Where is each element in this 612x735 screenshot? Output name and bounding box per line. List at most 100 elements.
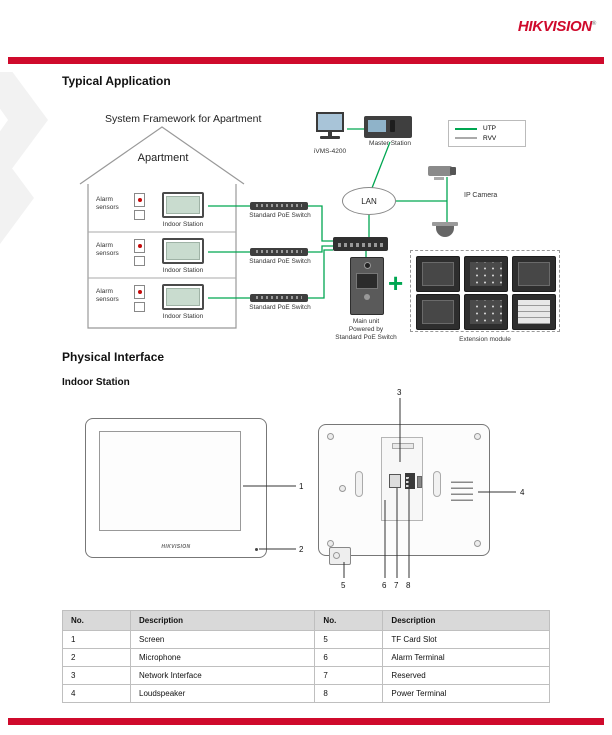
col-header-desc-left: Description bbox=[129, 610, 316, 631]
indoor-station-label: Indoor Station bbox=[162, 267, 204, 274]
indoor-station-screen bbox=[166, 288, 200, 306]
front-device-logo: HIKVISION bbox=[161, 544, 191, 550]
indoor-station-screen bbox=[166, 196, 200, 214]
alarm-led bbox=[137, 244, 142, 248]
cell-desc: Microphone bbox=[129, 648, 316, 667]
alarm-sensor-icon bbox=[134, 193, 145, 207]
callout-3: 3 bbox=[397, 388, 402, 397]
ivms-computer-icon bbox=[316, 112, 344, 132]
hikvision-logo-text: HIKVISION bbox=[517, 18, 592, 35]
loudspeaker-grill bbox=[451, 479, 473, 501]
main-unit-label-line1: Main unit bbox=[352, 318, 380, 325]
alarm-sensors-label: Alarm sensors bbox=[96, 288, 119, 303]
extension-module-icon bbox=[416, 294, 460, 330]
callout-8: 8 bbox=[406, 581, 411, 590]
ip-camera-dome-icon bbox=[432, 222, 458, 237]
cell-desc: Power Terminal bbox=[382, 684, 550, 703]
callout-5: 5 bbox=[341, 581, 346, 590]
legend-utp-label: UTP bbox=[483, 125, 496, 132]
indoor-station-screen bbox=[166, 242, 200, 260]
cell-desc: Network Interface bbox=[129, 666, 316, 685]
screw-icon bbox=[327, 433, 334, 440]
col-header-desc-right: Description bbox=[382, 610, 550, 631]
alarm-led bbox=[137, 290, 142, 294]
alarm-sensors-label: Alarm sensors bbox=[96, 242, 119, 257]
legend-utp-row: UTP bbox=[455, 125, 519, 133]
extension-module-icon bbox=[464, 294, 508, 330]
legend-utp-line bbox=[455, 127, 477, 130]
heading-typical-application: Typical Application bbox=[62, 74, 171, 88]
legend-box: UTP RVV bbox=[448, 120, 526, 147]
apartment-label: Apartment bbox=[137, 152, 189, 164]
mount-slot bbox=[433, 471, 441, 497]
alarm-sensor-icon bbox=[134, 210, 145, 220]
extension-module-icon bbox=[416, 256, 460, 292]
watermark-chevron bbox=[0, 72, 48, 168]
core-switch-icon bbox=[333, 237, 388, 251]
registered-mark: ® bbox=[591, 21, 596, 27]
alarm-led bbox=[137, 198, 142, 202]
ivms-computer-base bbox=[320, 136, 340, 139]
callout-4: 4 bbox=[520, 488, 525, 497]
cell-desc: Alarm Terminal bbox=[382, 648, 550, 667]
indoor-station-back-view bbox=[318, 424, 490, 565]
cell-no: 2 bbox=[62, 648, 131, 667]
screw-icon bbox=[333, 552, 340, 559]
cell-no: 8 bbox=[314, 684, 384, 703]
table-row: 3 Network Interface 7 Reserved bbox=[62, 666, 550, 685]
alarm-sensor-icon bbox=[134, 302, 145, 312]
hikvision-logo: HIKVISION® bbox=[518, 18, 596, 35]
cell-no: 3 bbox=[62, 666, 131, 685]
microphone-hole bbox=[255, 548, 258, 551]
network-port bbox=[389, 474, 401, 488]
watermark-chevron bbox=[0, 150, 34, 246]
indoor-station-icon bbox=[162, 284, 204, 310]
callout-7: 7 bbox=[394, 581, 399, 590]
cell-desc: Loudspeaker bbox=[129, 684, 316, 703]
cell-no: 6 bbox=[314, 648, 384, 667]
legend-rvv-line bbox=[455, 137, 477, 140]
spec-table: No. Description No. Description 1 Screen… bbox=[62, 610, 550, 703]
alarm-sensor-icon bbox=[134, 239, 145, 253]
legend-rvv-row: RVV bbox=[455, 135, 519, 143]
poe-switch-label: Standard PoE Switch bbox=[249, 258, 311, 265]
mounting-plate bbox=[381, 437, 423, 521]
main-unit-button bbox=[364, 294, 370, 300]
callout-2: 2 bbox=[299, 545, 304, 554]
poe-switch-label: Standard PoE Switch bbox=[249, 212, 311, 219]
col-header-no-left: No. bbox=[62, 610, 131, 631]
cell-desc: TF Card Slot bbox=[382, 630, 550, 649]
indoor-station-label: Indoor Station bbox=[162, 313, 204, 320]
main-unit-camera bbox=[363, 262, 371, 269]
master-station-screen bbox=[368, 120, 386, 132]
extension-module-label: Extension module bbox=[459, 336, 511, 343]
indoor-station-front-view: HIKVISION bbox=[85, 418, 267, 558]
cell-desc: Screen bbox=[129, 630, 316, 649]
bottom-red-bar bbox=[8, 718, 604, 725]
main-unit-label-line3: Standard PoE Switch bbox=[335, 334, 397, 341]
terminal-block-small bbox=[417, 476, 422, 488]
extension-module-icon bbox=[464, 256, 508, 292]
lan-ellipse: LAN bbox=[342, 187, 396, 215]
heading-physical-interface: Physical Interface bbox=[62, 350, 165, 364]
poe-switch-icon bbox=[250, 294, 308, 302]
master-station-icon bbox=[364, 116, 412, 138]
cell-no: 7 bbox=[314, 666, 384, 685]
ivms-label: iVMS-4200 bbox=[313, 148, 347, 155]
extension-module-icon bbox=[512, 294, 556, 330]
front-screen bbox=[99, 431, 241, 531]
screw-icon bbox=[339, 485, 346, 492]
indoor-station-icon bbox=[162, 238, 204, 264]
screw-icon bbox=[327, 540, 334, 547]
cell-no: 5 bbox=[314, 630, 384, 649]
poe-switch-icon bbox=[250, 202, 308, 210]
top-red-bar bbox=[8, 57, 604, 64]
table-row: 4 Loudspeaker 8 Power Terminal bbox=[62, 684, 550, 703]
bracket-slot bbox=[392, 443, 414, 449]
screw-icon bbox=[474, 540, 481, 547]
ip-camera-label: IP Camera bbox=[464, 192, 498, 199]
plus-sign: + bbox=[388, 268, 404, 298]
alarm-sensors-label: Alarm sensors bbox=[96, 196, 119, 211]
table-row: 1 Screen 5 TF Card Slot bbox=[62, 630, 550, 649]
